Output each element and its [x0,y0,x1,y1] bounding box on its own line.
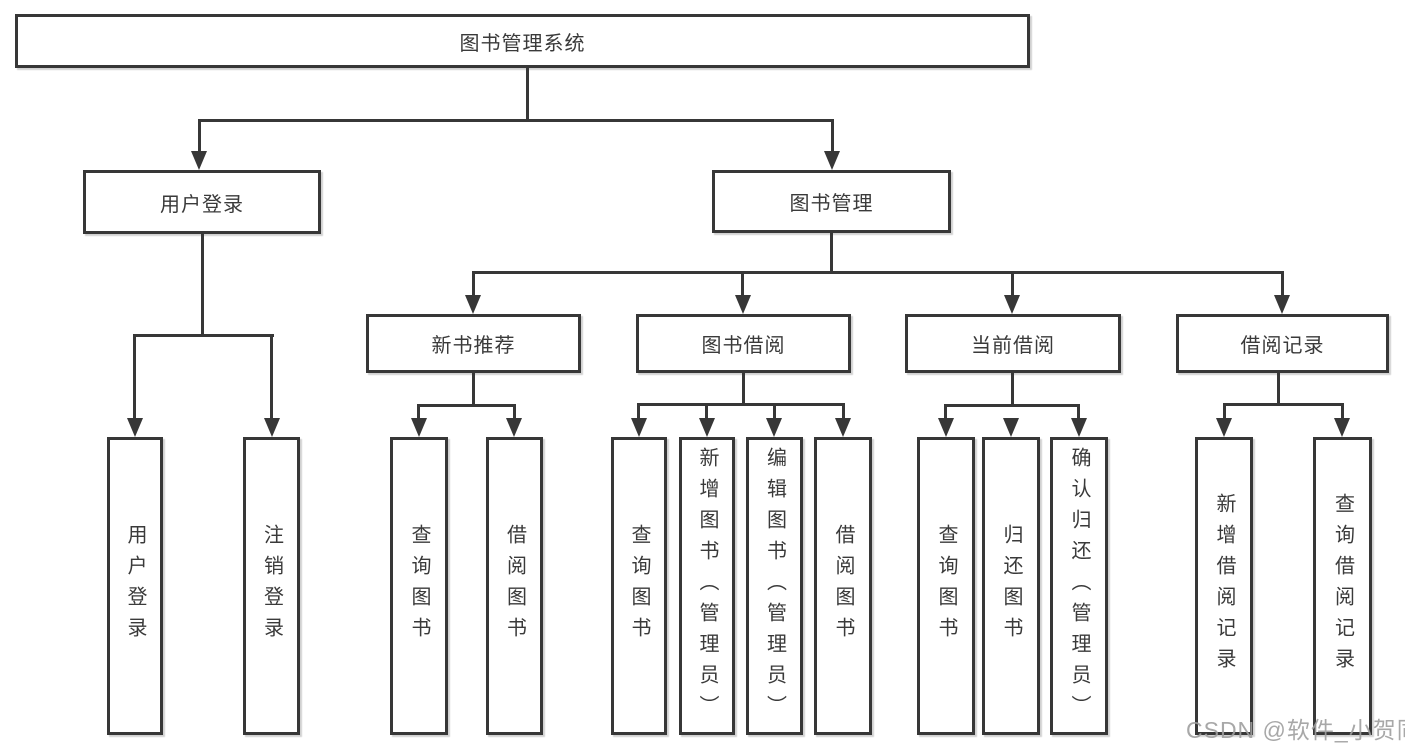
connector-line [1281,271,1284,297]
connector-line [1223,403,1226,420]
node-label: 新书推荐 [431,335,516,357]
leaf-query-books-recommend: 查询图书 [390,437,448,735]
connector-line [1223,403,1344,406]
connector-line [472,373,475,407]
arrow-down-icon [1003,418,1019,437]
arrow-down-icon [127,418,143,437]
arrow-down-icon [735,295,751,314]
leaf-label: 确认归还（管理员） [1068,446,1090,726]
connector-line [270,334,273,420]
connector-line [944,404,1080,407]
connector-line [133,334,274,337]
leaf-return-books: 归还图书 [982,437,1040,735]
connector-line [1277,373,1280,406]
leaf-borrow-books-recommend: 借阅图书 [486,437,543,735]
connector-line [201,234,204,337]
connector-line [472,271,1284,274]
arrow-down-icon [1071,418,1087,437]
arrow-down-icon [699,418,715,437]
arrow-down-icon [835,418,851,437]
connector-line [513,404,516,420]
arrow-down-icon [631,418,647,437]
leaf-label: 查询图书 [408,524,430,648]
arrow-down-icon [191,151,207,170]
leaf-borrow-books-borrowing: 借阅图书 [814,437,872,735]
connector-line [741,271,744,297]
arrow-down-icon [1334,418,1350,437]
connector-line [1011,271,1014,297]
arrow-down-icon [824,151,840,170]
leaf-query-borrow-record: 查询借阅记录 [1313,437,1372,735]
leaf-query-books-borrowing: 查询图书 [611,437,667,735]
node-borrowing-records: 借阅记录 [1176,314,1389,373]
leaf-label: 编辑图书（管理员） [763,446,786,726]
node-label: 图书借阅 [701,335,786,357]
node-label: 借阅记录 [1240,335,1325,357]
node-book-management-system: 图书管理系统 [15,14,1030,68]
leaf-label: 查询借阅记录 [1331,493,1354,679]
connector-line [944,404,947,420]
connector-line [133,334,136,420]
connector-line [830,233,833,274]
connector-line [831,119,834,155]
connector-line [198,119,834,122]
leaf-label: 注销登录 [260,524,283,648]
leaf-edit-books-admin: 编辑图书（管理员） [746,437,803,735]
connector-line [417,404,516,407]
connector-line [705,403,708,420]
leaf-label: 查询图书 [628,524,650,648]
leaf-label: 用户登录 [124,524,146,648]
arrow-down-icon [506,418,522,437]
connector-line [472,271,475,297]
leaf-query-books-current: 查询图书 [917,437,975,735]
connector-line [773,403,776,420]
arrow-down-icon [465,295,481,314]
arrow-down-icon [1216,418,1232,437]
connector-line [526,68,529,122]
node-current-borrowing: 当前借阅 [905,314,1121,373]
connector-line [1341,403,1344,420]
node-book-borrowing: 图书借阅 [636,314,851,373]
node-label: 图书管理 [789,193,874,215]
node-user-login: 用户登录 [83,170,321,234]
connector-line [637,403,845,406]
leaf-add-borrow-record: 新增借阅记录 [1195,437,1253,735]
leaf-add-books-admin: 新增图书（管理员） [679,437,735,735]
arrow-down-icon [766,418,782,437]
leaf-label: 新增借阅记录 [1213,493,1235,679]
node-new-book-recommend: 新书推荐 [366,314,581,373]
arrow-down-icon [411,418,427,437]
leaf-label: 借阅图书 [503,524,526,648]
leaf-label: 新增图书（管理员） [696,446,718,726]
arrow-down-icon [1004,295,1020,314]
arrow-down-icon [938,418,954,437]
connector-line [1011,373,1014,407]
node-label: 用户登录 [160,193,244,216]
leaf-label: 归还图书 [1000,524,1022,648]
connector-line [198,119,201,155]
connector-line [637,403,640,420]
arrow-down-icon [264,418,280,437]
connector-line [1077,404,1080,420]
leaf-logout: 注销登录 [243,437,300,735]
node-book-management: 图书管理 [712,170,951,233]
leaf-label: 查询图书 [935,524,957,648]
watermark: CSDN @软件_小贺同学 [1186,717,1405,743]
leaf-user-login: 用户登录 [107,437,163,735]
connector-line [417,404,420,420]
connector-line [742,373,745,406]
node-label: 图书管理系统 [459,32,586,55]
arrow-down-icon [1274,295,1290,314]
leaf-confirm-return-admin: 确认归还（管理员） [1050,437,1108,735]
connector-line [842,403,845,420]
leaf-label: 借阅图书 [832,524,854,648]
node-label: 当前借阅 [971,335,1055,357]
